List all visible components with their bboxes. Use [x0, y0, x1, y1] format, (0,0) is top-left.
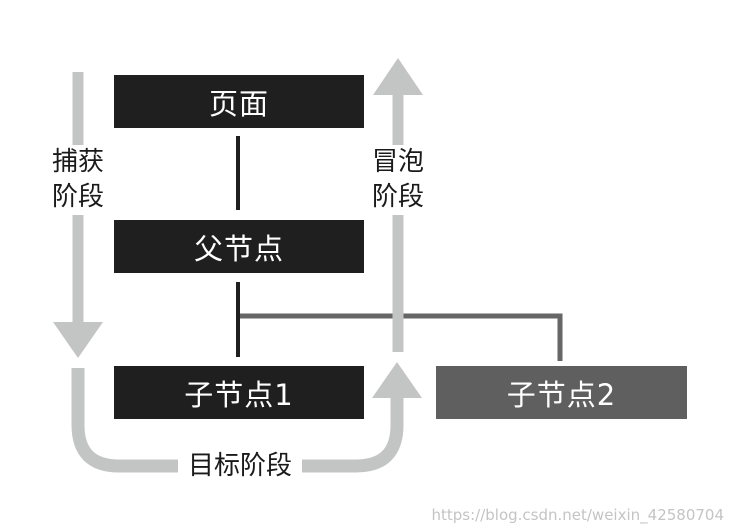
bubble-phase-label: 冒泡 阶段	[368, 145, 428, 215]
node-page-label: 页面	[208, 86, 269, 121]
bubble-phase-line-2: 阶段	[371, 182, 424, 212]
node-parent: 父节点	[114, 220, 364, 273]
node-child1: 子节点1	[114, 366, 364, 419]
capture-phase-label: 捕获 阶段	[48, 145, 108, 215]
node-parent-label: 父节点	[193, 231, 284, 266]
capture-arrow	[53, 72, 103, 358]
node-page: 页面	[114, 75, 364, 128]
node-child2: 子节点2	[436, 366, 687, 419]
bubble-phase-line-1: 冒泡	[371, 147, 424, 177]
capture-phase-line-2: 阶段	[51, 182, 104, 212]
node-child1-label: 子节点1	[184, 377, 294, 412]
watermark: https://blog.csdn.net/weixin_42580704	[431, 506, 724, 524]
connector-parent-child2	[240, 313, 563, 361]
bubble-arrow	[373, 58, 423, 352]
target-phase-label: 目标阶段	[178, 448, 302, 484]
capture-phase-line-1: 捕获	[51, 147, 104, 177]
node-child2-label: 子节点2	[506, 377, 617, 412]
